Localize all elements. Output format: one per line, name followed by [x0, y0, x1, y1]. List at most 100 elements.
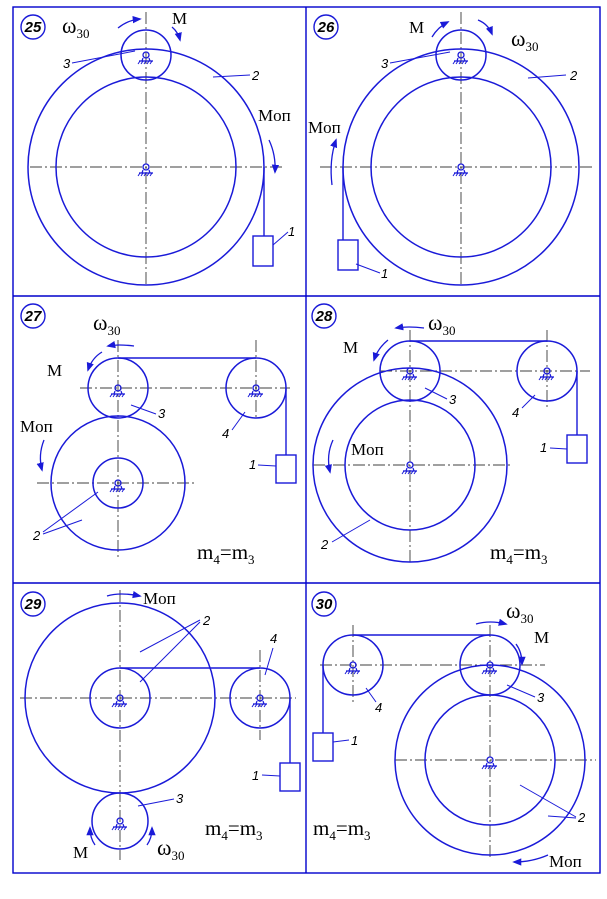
omega-label: ω30 — [93, 310, 120, 338]
panel-number-badge — [20, 303, 46, 329]
gear-2-outer — [50, 415, 186, 551]
support-icon — [401, 367, 418, 381]
resist-moment-arrow-icon — [512, 854, 549, 866]
resist-moment-label: Мoп — [308, 118, 341, 137]
moment-arrow-icon — [431, 21, 450, 38]
gear-2-inner — [92, 457, 144, 509]
moment-label: M — [534, 628, 549, 647]
label-1: 1 — [249, 457, 256, 472]
moment-arrow-icon — [515, 643, 526, 666]
label-3: 3 — [381, 56, 389, 71]
omega-arrow-icon — [477, 19, 493, 36]
panel-26: 26 M ω30 Мoп 3 2 1 — [308, 12, 594, 286]
panel-28: 28 ω30 M Мoп 3 4 1 2 m4=m3 — [311, 303, 590, 567]
omega-label: ω30 — [506, 598, 533, 626]
resist-moment-arrow-icon — [324, 439, 334, 474]
label-4: 4 — [270, 631, 277, 646]
resist-moment-label: Мoп — [143, 589, 176, 608]
module-ratio: m4=m3 — [205, 816, 263, 843]
panel-27: 27 ω30 M Мoп 3 4 1 2 m4=m3 — [20, 303, 297, 567]
support-icon — [538, 367, 555, 381]
support-icon — [111, 817, 128, 831]
gear-2-inner — [370, 76, 552, 258]
panel-29: 29 Мoп M ω30 2 4 1 3 m4=m3 — [20, 589, 301, 863]
resist-moment-label: Мoп — [258, 106, 291, 125]
label-2: 2 — [320, 537, 329, 552]
label-3: 3 — [158, 406, 166, 421]
moment-label: M — [73, 843, 88, 862]
resist-moment-arrow-icon — [268, 139, 280, 174]
omega-label: ω30 — [62, 13, 89, 41]
gear-2-outer — [394, 664, 586, 856]
load-1 — [279, 762, 301, 792]
gear-3 — [91, 792, 149, 850]
label-2: 2 — [202, 613, 211, 628]
label-4: 4 — [375, 700, 382, 715]
module-ratio: m4=m3 — [197, 540, 255, 567]
label-1: 1 — [351, 733, 358, 748]
label-2: 2 — [251, 68, 260, 83]
load-1 — [337, 239, 359, 271]
gear-2-inner — [344, 399, 476, 531]
support-icon — [481, 756, 498, 770]
resist-moment-label: Мoп — [351, 440, 384, 459]
resist-moment-label: Мoп — [549, 852, 582, 871]
load-1 — [566, 434, 588, 464]
label-2: 2 — [569, 68, 578, 83]
support-icon — [452, 51, 469, 65]
panel-number-badge — [313, 14, 339, 40]
panel-25: 25 ω30 M Мoп 3 2 1 — [20, 9, 295, 286]
panel-number: 29 — [24, 596, 42, 613]
moment-label: M — [409, 18, 424, 37]
resist-moment-arrow-icon — [330, 138, 338, 186]
panel-number: 28 — [315, 308, 333, 325]
label-2: 2 — [577, 810, 586, 825]
moment-arrow-icon — [372, 339, 389, 362]
support-icon — [109, 384, 126, 398]
moment-label: M — [47, 361, 62, 380]
gear-3 — [120, 29, 172, 81]
gear-2-inner — [55, 76, 237, 258]
label-3: 3 — [537, 690, 545, 705]
support-icon — [137, 163, 154, 177]
support-icon — [109, 479, 126, 493]
label-1: 1 — [381, 266, 388, 281]
panel-number: 25 — [24, 19, 42, 36]
moment-arrow-icon — [86, 351, 103, 372]
omega-label: ω30 — [511, 26, 538, 54]
panel-number-badge — [311, 303, 337, 329]
omega-arrow-icon — [117, 15, 142, 29]
label-4: 4 — [512, 405, 519, 420]
support-icon — [344, 661, 361, 675]
omega-label: ω30 — [428, 310, 455, 338]
omega-arrow-icon — [106, 341, 135, 349]
resist-moment-arrow-icon — [36, 439, 45, 472]
panel-number: 27 — [24, 308, 42, 325]
module-ratio: m4=m3 — [490, 540, 548, 567]
resist-moment-arrow-icon — [106, 591, 142, 599]
label-3: 3 — [176, 791, 184, 806]
support-icon — [137, 51, 154, 65]
label-4: 4 — [222, 426, 229, 441]
support-icon — [247, 384, 264, 398]
label-3: 3 — [63, 56, 71, 71]
label-1: 1 — [252, 768, 259, 783]
support-icon — [251, 694, 268, 708]
load-1 — [275, 454, 297, 484]
panel-number: 30 — [316, 596, 333, 613]
moment-arrow-icon — [171, 26, 182, 42]
panel-number-badge — [311, 591, 337, 617]
load-1 — [312, 732, 334, 762]
omega-arrow-icon — [146, 826, 156, 846]
support-icon — [401, 461, 418, 475]
panel-number-badge — [20, 591, 46, 617]
support-icon — [111, 694, 128, 708]
moment-arrow-icon — [86, 826, 96, 846]
moment-label: M — [343, 338, 358, 357]
panel-30: 30 ω30 M Мoп 3 4 1 2 m4=m3 — [311, 591, 596, 871]
resist-moment-label: Мoп — [20, 417, 53, 436]
label-1: 1 — [540, 440, 547, 455]
omega-label: ω30 — [157, 835, 184, 863]
support-icon — [481, 661, 498, 675]
